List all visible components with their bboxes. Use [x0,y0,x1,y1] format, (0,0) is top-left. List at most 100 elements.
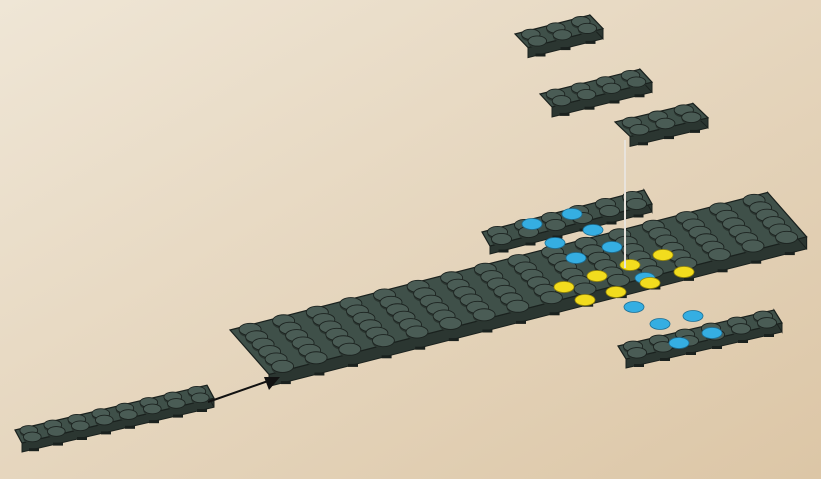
top-plate-a-bottom-tube [536,54,546,57]
front-plate-stud [757,318,776,329]
large-base-plate-stud [406,326,428,338]
top-plate-b-bottom-tube [560,113,570,116]
highlight-yellow-stud [674,267,694,278]
large-base-plate-stud [473,309,495,321]
top-plate-b-stud [552,96,571,106]
large-base-plate-stud [507,300,529,312]
highlight-yellow-stud [575,295,595,306]
highlight-blue-stud [522,219,542,230]
small-plate-left-bottom-tube [53,443,63,446]
large-base-plate-bottom-tube [516,321,526,324]
front-plate-bottom-tube [686,352,696,355]
top-plate-a-stud [578,23,597,33]
highlight-blue-stud [545,238,565,249]
large-base-plate-bottom-tube [449,338,459,341]
large-base-plate-bottom-tube [718,269,728,272]
top-plate-b-bottom-tube [635,94,645,97]
back-plate-bottom-tube [526,243,536,246]
top-plate-b-stud [627,77,646,87]
top-plate-b-bottom-tube [610,101,620,104]
highlight-blue-stud [683,311,703,322]
small-plate-left-stud [95,415,113,425]
large-base-plate-stud [776,231,798,243]
highlight-yellow-stud [606,287,626,298]
small-plate-left-stud [143,404,161,414]
small-plate-left-bottom-tube [125,426,135,429]
large-base-plate-bottom-tube [482,330,492,333]
large-base-plate-stud [708,249,730,261]
front-plate-bottom-tube [764,334,774,337]
highlight-yellow-stud [640,278,660,289]
back-plate-bottom-tube [634,215,644,218]
highlight-yellow-stud [653,250,673,261]
top-plate-a-bottom-tube [586,41,596,44]
front-plate-bottom-tube [738,340,748,343]
front-plate-stud [627,348,646,359]
large-base-plate-stud [440,317,462,329]
small-plate-left-bottom-tube [77,437,87,440]
large-base-plate-bottom-tube [550,312,560,315]
top-plate-a-stud [553,30,572,40]
large-base-plate-stud [272,360,294,372]
highlight-yellow-stud [587,271,607,282]
large-base-plate-bottom-tube [785,252,795,255]
large-base-plate-bottom-tube [281,381,291,384]
highlight-yellow-stud [554,282,574,293]
top-plate-c-bottom-tube [664,136,674,139]
front-plate-stud [731,324,750,335]
small-plate-left-bottom-tube [173,415,183,418]
large-base-plate-stud [305,352,327,364]
small-plate-left-stud [119,410,137,420]
highlight-blue-stud [583,225,603,236]
small-plate-left-bottom-tube [101,431,111,434]
top-plate-c-bottom-tube [690,130,700,133]
large-base-plate-stud [372,335,394,347]
back-plate-stud [599,205,619,216]
highlight-blue-stud [566,253,586,264]
highlight-blue-stud [602,242,622,253]
back-plate-bottom-tube [499,250,509,253]
small-plate-left-stud [167,399,185,409]
small-plate-left-stud [71,421,89,431]
large-base-plate-stud [339,343,361,355]
top-plate-c-bottom-tube [638,142,648,145]
back-plate-stud [491,233,511,244]
top-plate-c-stud [630,124,649,135]
small-plate-left-bottom-tube [197,409,207,412]
highlight-blue-stud [702,328,722,339]
large-base-plate-bottom-tube [684,278,694,281]
small-plate-left-stud [23,432,41,442]
top-plate-b-stud [577,89,596,99]
large-base-plate-stud [574,283,596,295]
top-plate-b-bottom-tube [585,107,595,110]
back-plate-stud [626,198,646,209]
large-base-plate-bottom-tube [751,261,761,264]
highlight-blue-stud [669,338,689,349]
highlight-yellow-stud [620,260,640,271]
large-base-plate-bottom-tube [348,364,358,367]
highlight-blue-stud [650,319,670,330]
large-base-plate-stud [742,240,764,252]
back-plate-bottom-tube [607,222,617,225]
back-plate-stud [545,219,565,230]
front-plate-bottom-tube [660,358,670,361]
top-plate-c-stud [656,118,675,129]
large-base-plate-bottom-tube [382,355,392,358]
small-plate-left-bottom-tube [29,448,39,451]
top-plate-a-bottom-tube [561,47,571,50]
small-plate-left-bottom-tube [149,420,159,423]
large-base-plate-bottom-tube [415,347,425,350]
small-plate-left-stud [191,393,209,403]
top-plate-a-stud [528,36,547,46]
large-base-plate-stud [540,292,562,304]
small-plate-left-stud [47,427,65,437]
front-plate-bottom-tube [712,346,722,349]
top-plate-b-stud [602,83,621,93]
large-base-plate-stud [608,274,630,286]
front-plate-bottom-tube [634,364,644,367]
highlight-blue-stud [562,209,582,220]
top-plate-c-stud [682,112,701,123]
large-base-plate-bottom-tube [314,373,324,376]
